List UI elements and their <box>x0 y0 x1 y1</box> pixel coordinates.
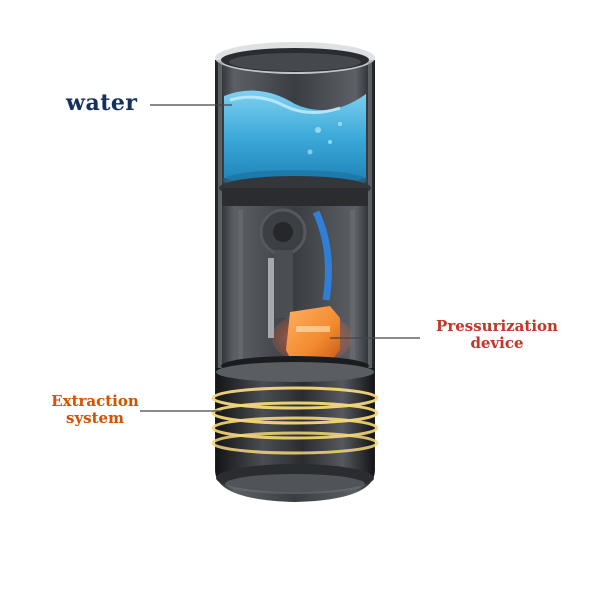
extraction-base <box>211 362 379 494</box>
extraction-coil <box>211 386 379 455</box>
pressurization-label-line-2: device <box>470 334 524 353</box>
water-label: water <box>66 90 138 116</box>
extraction-system-label: Extraction system <box>36 392 154 428</box>
separator-plate <box>219 176 371 206</box>
extraction-label-line-2: system <box>66 409 124 428</box>
extraction-label-line-1: Extraction <box>51 392 139 410</box>
pressurization-heater <box>272 306 352 364</box>
water-chamber <box>223 90 367 190</box>
inner-mechanism <box>238 208 355 370</box>
pressurization-label-line-1: Pressurization <box>436 317 558 335</box>
pressurization-device-label: Pressurization device <box>422 317 572 353</box>
